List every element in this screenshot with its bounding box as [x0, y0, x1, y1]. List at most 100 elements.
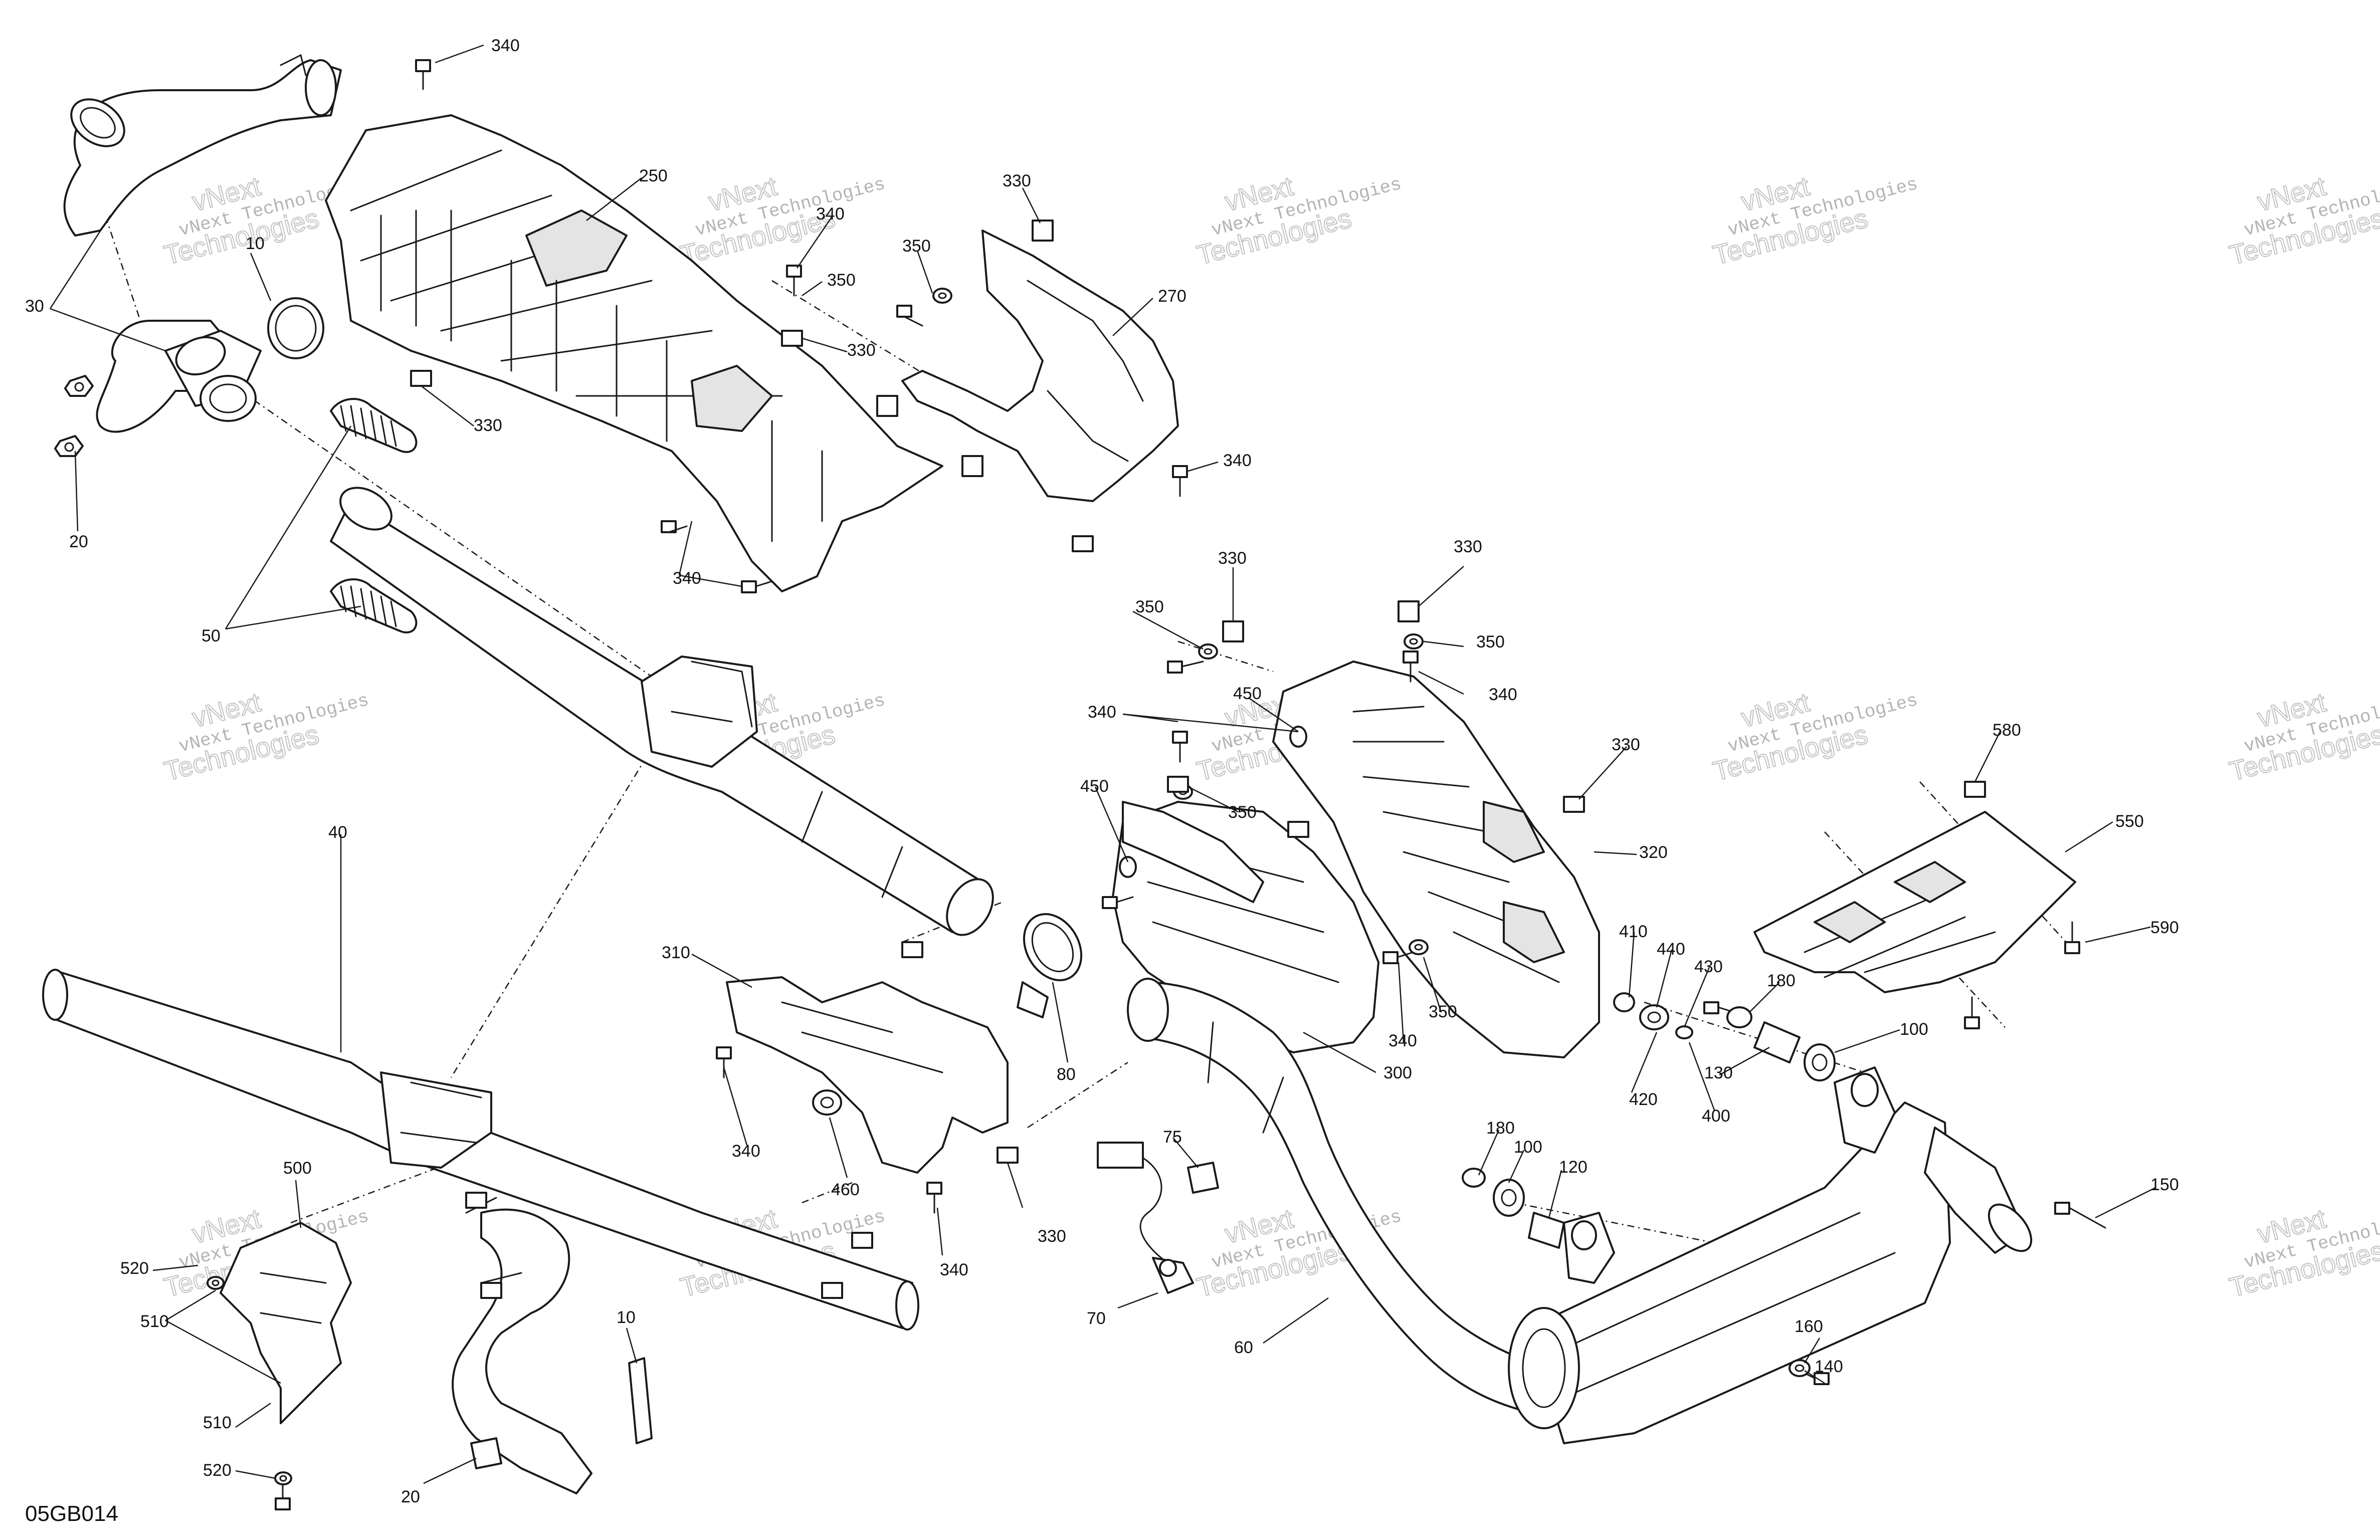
callout-60: 60 [1234, 1338, 1253, 1357]
callout-340: 340 [940, 1260, 968, 1279]
callout-350: 350 [1135, 597, 1164, 616]
callout-450: 450 [1233, 684, 1262, 703]
callout-270: 270 [1158, 287, 1186, 306]
spacer-120 [1528, 1212, 1565, 1249]
callout-320: 320 [1639, 843, 1668, 862]
callout-520: 520 [120, 1259, 149, 1278]
washer [1404, 633, 1424, 649]
front-pipe [42, 969, 919, 1494]
clip [821, 1282, 843, 1299]
callout-150: 150 [2150, 1175, 2179, 1194]
callout-30: 30 [25, 297, 44, 316]
callout-450: 450 [1080, 777, 1109, 796]
callout-50: 50 [202, 626, 221, 645]
washer [932, 288, 952, 304]
callouts: 340 250 340 350 350 330 270 330 340 10 3… [25, 36, 2179, 1506]
bolt [1964, 996, 1980, 1029]
callout-550: 550 [2115, 812, 2144, 831]
clip [997, 1147, 1019, 1164]
callout-400: 400 [1702, 1107, 1730, 1126]
callout-300: 300 [1383, 1063, 1412, 1082]
callout-250: 250 [639, 166, 668, 185]
clip [1072, 535, 1094, 552]
callout-520: 520 [203, 1461, 232, 1480]
nut-20-bottom [470, 1437, 502, 1469]
callout-350: 350 [902, 237, 931, 256]
callout-350: 350 [827, 271, 856, 290]
callout-310: 310 [662, 943, 690, 962]
bolt [2064, 921, 2080, 954]
clip [961, 455, 983, 477]
heat-shield-500 [220, 1222, 352, 1424]
callout-350: 350 [1429, 1002, 1457, 1021]
callout-430: 430 [1694, 957, 1723, 976]
callout-20: 20 [69, 532, 88, 551]
clamp [1017, 913, 1083, 1018]
callout-510: 510 [140, 1312, 169, 1331]
bolt [415, 59, 431, 90]
watermark: vNext vNext Technologies Technologies [2226, 687, 2380, 787]
washer [274, 1471, 292, 1485]
clip [1563, 796, 1585, 813]
fasteners [207, 59, 2106, 1510]
clip [1398, 600, 1420, 622]
watermark: vNext vNext Technologies Technologies [2226, 1203, 2380, 1303]
callout-340: 340 [1389, 1031, 1417, 1050]
callout-440: 440 [1657, 940, 1685, 959]
bracket-270 [901, 230, 1179, 502]
callout-140: 140 [1815, 1357, 1843, 1376]
nut-410 [1613, 992, 1635, 1012]
callout-100: 100 [1900, 1020, 1928, 1039]
grommet-100-upper [1804, 1043, 1836, 1081]
callout-340: 340 [1223, 451, 1252, 470]
screw-450 [1289, 726, 1307, 748]
washer-430 [1675, 1025, 1693, 1039]
muffler [1508, 1066, 2033, 1444]
clip [1032, 219, 1054, 242]
watermark: vNext vNext Technologies Technologies [2226, 171, 2380, 271]
header-pipe [63, 54, 342, 237]
callout-160: 160 [1795, 1317, 1823, 1336]
callout-340: 340 [1088, 703, 1116, 722]
callout-460: 460 [831, 1180, 860, 1199]
callout-340: 340 [491, 36, 520, 55]
bolt [716, 1046, 732, 1078]
gasket-ring [267, 297, 324, 359]
watermark: vNext vNext Technologies Technologies [677, 171, 887, 271]
callout-330: 330 [1003, 171, 1031, 190]
bolt [1382, 951, 1415, 964]
callout-180: 180 [1486, 1119, 1515, 1138]
callout-350: 350 [1476, 632, 1505, 651]
bolt [1167, 661, 1204, 674]
spacer-420 [1639, 1004, 1669, 1030]
clip [480, 1282, 502, 1299]
spacer-130 [1753, 1021, 1801, 1063]
callout-330: 330 [1454, 537, 1482, 556]
callout-120: 120 [1559, 1158, 1588, 1177]
clip [876, 395, 898, 417]
watermark: vNext vNext Technologies Technologies [1710, 171, 1920, 271]
callout-330: 330 [1038, 1227, 1066, 1246]
bolt [1703, 1001, 1735, 1014]
connector-75 [1187, 1162, 1219, 1194]
nut-20-upper [64, 375, 94, 397]
bolt [1403, 650, 1419, 683]
callout-330: 330 [1218, 549, 1247, 568]
callout-340: 340 [673, 569, 701, 588]
clip [1964, 781, 1986, 798]
bolt [1172, 731, 1188, 763]
clip [851, 1232, 873, 1249]
callout-580: 580 [1993, 721, 2021, 740]
bolt [2054, 1202, 2106, 1229]
callout-180: 180 [1767, 971, 1796, 990]
clip [410, 370, 432, 387]
grommet-460 [812, 1089, 842, 1116]
callout-350: 350 [1228, 803, 1257, 822]
callout-80: 80 [1057, 1065, 1076, 1084]
gasket-10-lower [628, 1357, 653, 1444]
callout-330: 330 [847, 341, 876, 360]
bracket-upper-right [1122, 801, 1264, 903]
callout-10: 10 [617, 1308, 636, 1327]
callout-100: 100 [1514, 1138, 1542, 1157]
